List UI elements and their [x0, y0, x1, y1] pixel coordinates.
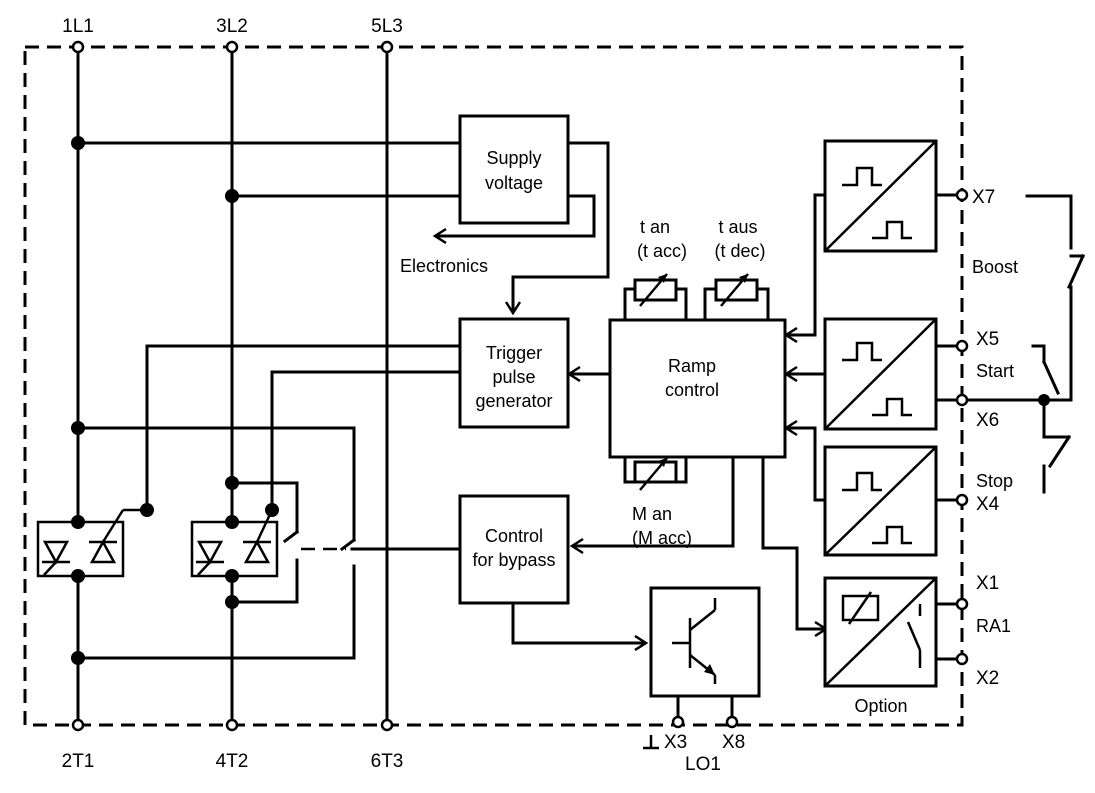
converter-stop	[823, 445, 938, 557]
svg-text:Supply: Supply	[486, 148, 541, 168]
terminal-1L1: 1L1	[62, 16, 94, 37]
relay-option-block	[823, 576, 938, 688]
svg-text:pulse: pulse	[492, 367, 535, 387]
terminal-X3: X3	[664, 732, 687, 753]
t-dec-label: (t dec)	[714, 241, 765, 261]
boost-label: Boost	[972, 257, 1018, 277]
supply-voltage-block: Supply voltage	[458, 114, 570, 225]
ground-icon	[643, 735, 659, 750]
transistor-output-block	[649, 586, 761, 698]
svg-text:Control: Control	[485, 526, 543, 546]
t-aus-label: t aus	[718, 217, 757, 237]
svg-text:for bypass: for bypass	[472, 550, 555, 570]
stop-label: Stop	[976, 471, 1013, 491]
m-an-label: M an	[632, 504, 672, 524]
terminal-5L3: 5L3	[371, 16, 403, 37]
converter-boost	[823, 139, 938, 253]
terminal-X5: X5	[976, 329, 999, 350]
start-label: Start	[976, 361, 1014, 381]
svg-text:Trigger: Trigger	[486, 343, 542, 363]
terminal-X1: X1	[976, 573, 999, 594]
terminal-2T1: 2T1	[62, 751, 95, 772]
phase-lines	[76, 45, 389, 727]
enclosure-dashed-border	[23, 45, 964, 727]
converter-start	[823, 317, 938, 431]
terminal-X8: X8	[722, 732, 745, 753]
terminal-6T3: 6T3	[371, 751, 404, 772]
terminal-X6: X6	[976, 410, 999, 431]
svg-text:voltage: voltage	[485, 173, 543, 193]
terminal-X7: X7	[972, 187, 995, 208]
thyristor-pair-phase1	[36, 508, 147, 578]
terminal-3L2: 3L2	[216, 16, 248, 37]
terminal-X4: X4	[976, 494, 1000, 515]
junction-dots	[71, 136, 1050, 665]
potentiometer-t-acc	[623, 273, 688, 322]
signal-labels: Boost Start Stop RA1 LO1 Option Electron…	[400, 217, 1018, 775]
terminal-X2: X2	[976, 668, 999, 689]
m-acc-label: (M acc)	[632, 528, 692, 548]
bypass-control-block: Control for bypass	[458, 494, 570, 605]
svg-text:control: control	[665, 380, 719, 400]
t-an-label: t an	[640, 217, 670, 237]
potentiometer-t-dec	[703, 273, 770, 322]
trigger-pulse-generator-block: Trigger pulse generator	[458, 317, 570, 429]
ramp-control-block: Ramp control	[608, 318, 787, 459]
external-switches	[964, 194, 1085, 494]
lo1-label: LO1	[685, 754, 721, 775]
svg-text:generator: generator	[475, 391, 552, 411]
terminals	[71, 40, 969, 732]
svg-text:Ramp: Ramp	[668, 356, 716, 376]
terminal-labels: 1L1 3L2 5L3 2T1 4T2 6T3 X7 X5 X6 X4 X1 X…	[62, 16, 1000, 772]
ra1-label: RA1	[976, 616, 1011, 636]
option-label: Option	[854, 696, 907, 716]
terminal-4T2: 4T2	[216, 751, 249, 772]
t-acc-label: (t acc)	[637, 241, 687, 261]
potentiometer-m-acc	[623, 455, 688, 491]
control-wiring	[76, 141, 962, 724]
electronics-label: Electronics	[400, 256, 488, 276]
